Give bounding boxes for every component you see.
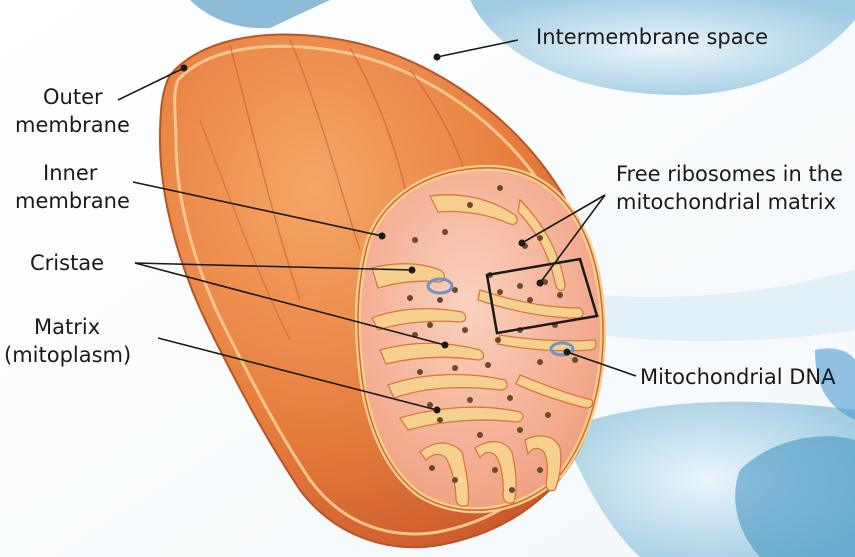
label-mitochondrial-dna: Mitochondrial DNA xyxy=(640,365,836,389)
label-free-ribosomes-line1: Free ribosomes in the xyxy=(616,162,843,186)
label-inner-membrane-line2: membrane xyxy=(15,189,130,213)
label-cristae: Cristae xyxy=(30,251,104,275)
label-matrix-line1: Matrix xyxy=(34,315,100,339)
cut-cross-section xyxy=(358,168,603,510)
label-matrix-line2: (mitoplasm) xyxy=(4,343,131,367)
label-outer-membrane-line1: Outer xyxy=(43,85,103,109)
label-free-ribosomes-line2: mitochondrial matrix xyxy=(616,190,836,214)
label-outer-membrane-line2: membrane xyxy=(15,113,130,137)
label-inner-membrane-line1: Inner xyxy=(43,161,98,185)
label-intermembrane-space: Intermembrane space xyxy=(536,25,768,49)
matrix-region xyxy=(358,168,603,510)
